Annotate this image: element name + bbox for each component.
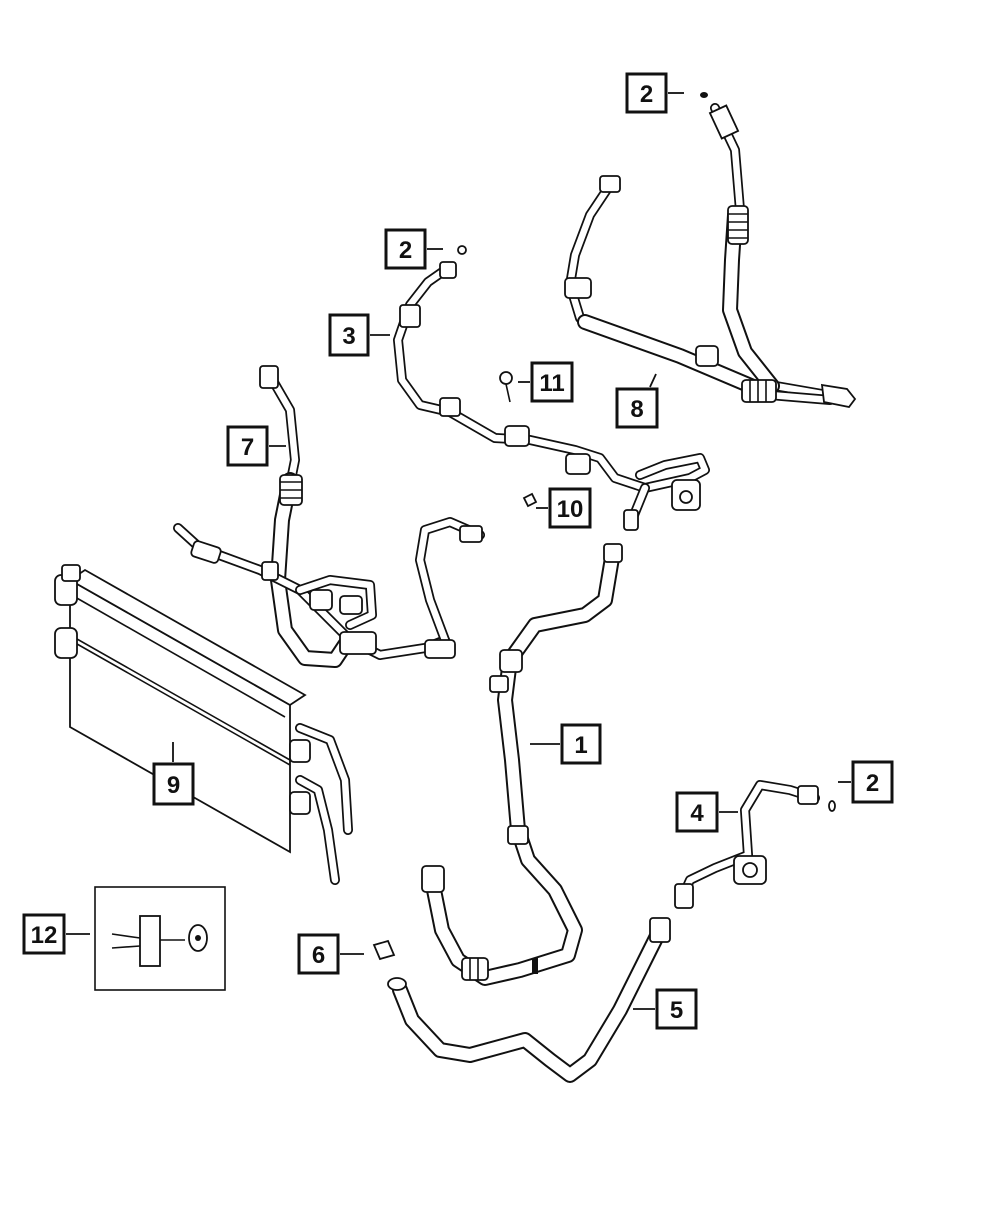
- callout-8-text: 8: [630, 396, 643, 423]
- part-5-line: [387, 917, 671, 1083]
- callout-4: 4: [675, 791, 738, 833]
- part-8-lines: [564, 103, 857, 408]
- seals-hardware: [372, 92, 836, 961]
- callout-11-text: 11: [539, 370, 564, 397]
- callout-3: 3: [328, 313, 390, 357]
- callout-10: 10: [536, 487, 592, 529]
- callout-9-text: 9: [167, 772, 180, 799]
- callout-12-text: 12: [31, 922, 58, 949]
- callout-1-text: 1: [574, 732, 587, 759]
- callout-7: 7: [226, 425, 286, 467]
- callout-10-text: 10: [557, 496, 584, 523]
- part-1-line: [421, 543, 623, 986]
- part-9-cooler: [54, 564, 353, 885]
- callout-2-mid: 2: [384, 228, 443, 270]
- callout-2-right: 2: [838, 760, 894, 804]
- callout-12: 12: [22, 913, 90, 955]
- part-4-line: [674, 780, 820, 909]
- callout-6-text: 6: [312, 942, 325, 969]
- callout-2-right-text: 2: [866, 770, 879, 797]
- part-3-line: [393, 261, 710, 531]
- part-7-lines: [173, 365, 485, 668]
- callout-2-mid-text: 2: [399, 237, 412, 264]
- callout-11: 11: [518, 361, 574, 403]
- callout-7-text: 7: [241, 434, 254, 461]
- part-12-inset: [94, 886, 226, 991]
- callout-9: 9: [152, 742, 195, 806]
- callout-8: 8: [615, 373, 659, 429]
- callout-2-top-text: 2: [640, 81, 653, 108]
- callout-1: 1: [530, 723, 602, 765]
- callout-3-text: 3: [342, 323, 355, 350]
- callout-4-text: 4: [690, 800, 704, 827]
- callout-6: 6: [297, 933, 364, 975]
- callout-5: 5: [633, 988, 698, 1030]
- callout-5-text: 5: [670, 997, 683, 1024]
- callout-2-top: 2: [625, 72, 684, 114]
